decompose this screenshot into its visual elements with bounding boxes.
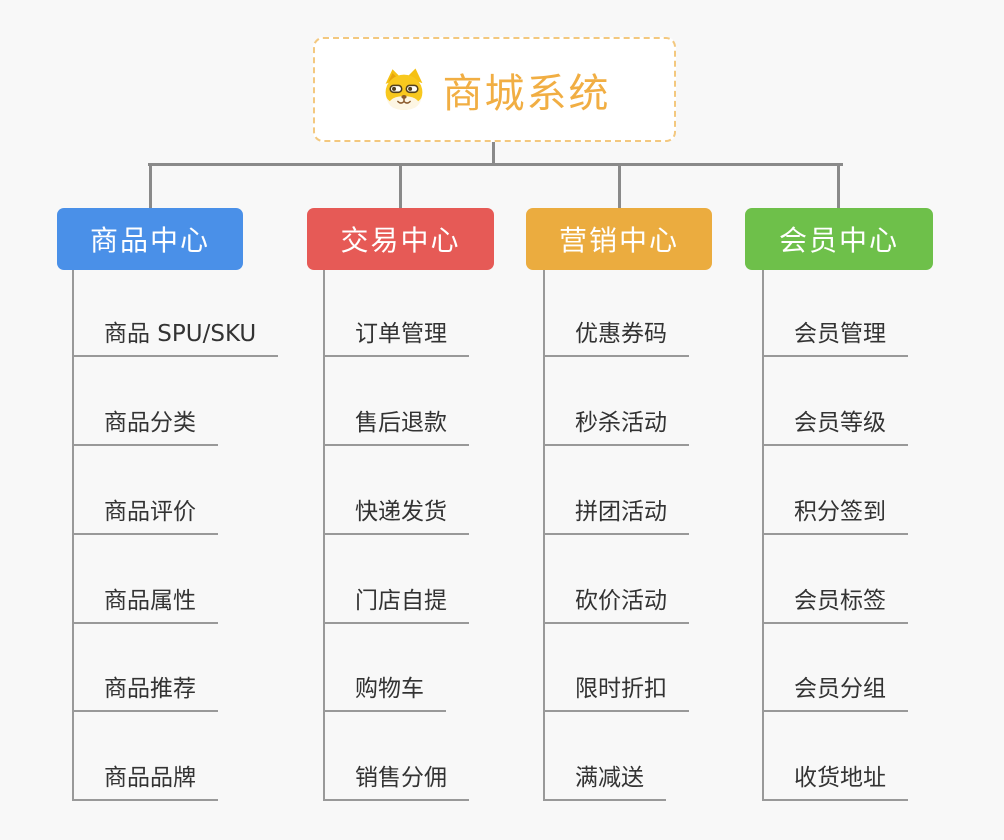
leaf-node[interactable]: 订单管理 <box>325 319 469 357</box>
leaf-node[interactable]: 售后退款 <box>325 408 469 446</box>
leaf-node[interactable]: 销售分佣 <box>325 763 469 801</box>
root-node-title: 商城系统 <box>442 70 611 117</box>
leaf-node[interactable]: 收货地址 <box>764 763 908 801</box>
leaf-node[interactable]: 积分签到 <box>764 497 908 535</box>
branch-node-2[interactable]: 营销中心 <box>526 208 712 270</box>
branch-column: 会员管理会员等级积分签到会员标签会员分组收货地址 <box>762 270 1004 801</box>
leaf-node[interactable]: 门店自提 <box>325 586 469 624</box>
branch-drop-line <box>149 163 152 211</box>
leaf-node[interactable]: 优惠券码 <box>545 319 689 357</box>
branch-node-0[interactable]: 商品中心 <box>57 208 243 270</box>
branch-column: 优惠券码秒杀活动拼团活动砍价活动限时折扣满减送 <box>543 270 795 801</box>
leaf-node[interactable]: 砍价活动 <box>545 586 689 624</box>
branch-column: 商品 SPU/SKU 商品分类商品评价商品属性商品推荐商品品牌 <box>72 270 324 801</box>
branch-node-1[interactable]: 交易中心 <box>307 208 494 270</box>
branch-bus-line <box>148 163 843 166</box>
branch-node-3[interactable]: 会员中心 <box>745 208 933 270</box>
leaf-node[interactable]: 限时折扣 <box>545 674 689 712</box>
leaf-node[interactable]: 商品推荐 <box>74 674 218 712</box>
leaf-node[interactable]: 秒杀活动 <box>545 408 689 446</box>
branch-drop-line <box>618 163 621 211</box>
branch-drop-line <box>399 163 402 211</box>
leaf-node[interactable]: 满减送 <box>545 763 666 801</box>
leaf-node[interactable]: 商品分类 <box>74 408 218 446</box>
leaf-node[interactable]: 商品品牌 <box>74 763 218 801</box>
root-node-mall-system[interactable]: 商城系统 <box>313 37 676 142</box>
leaf-node[interactable]: 商品属性 <box>74 586 218 624</box>
leaf-node[interactable]: 商品评价 <box>74 497 218 535</box>
shiba-dog-icon <box>385 68 422 110</box>
leaf-node[interactable]: 会员标签 <box>764 586 908 624</box>
root-connector-line <box>492 141 495 165</box>
leaf-node[interactable]: 拼团活动 <box>545 497 689 535</box>
leaf-node[interactable]: 会员等级 <box>764 408 908 446</box>
leaf-node[interactable]: 会员分组 <box>764 674 908 712</box>
leaf-node[interactable]: 快递发货 <box>325 497 469 535</box>
branch-drop-line <box>837 163 840 211</box>
leaf-node[interactable]: 购物车 <box>325 674 446 712</box>
branch-column: 订单管理售后退款快递发货门店自提购物车销售分佣 <box>323 270 575 801</box>
leaf-node[interactable]: 会员管理 <box>764 319 908 357</box>
leaf-node[interactable]: 商品 SPU/SKU <box>74 319 279 357</box>
